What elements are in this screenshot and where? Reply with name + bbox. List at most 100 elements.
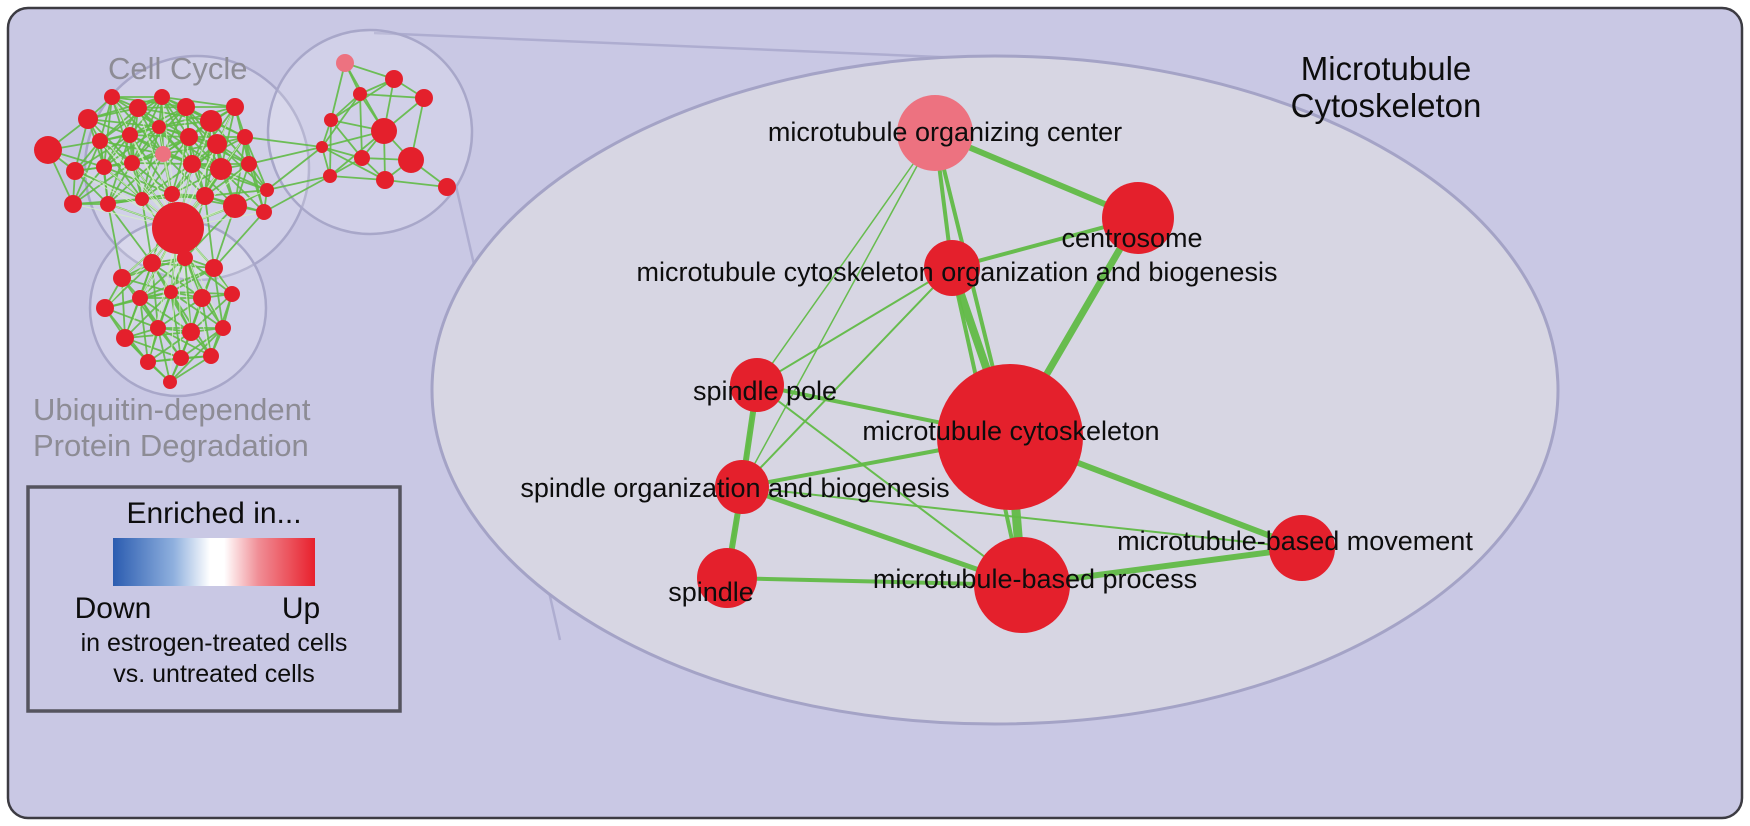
detail-title-line1: Microtubule [1301, 50, 1472, 87]
legend-caption-line2: vs. untreated cells [113, 660, 315, 688]
overview-edge [169, 355, 212, 383]
overview-edge [104, 262, 153, 309]
overview-node [224, 286, 240, 302]
overview-network [34, 28, 474, 398]
node-centrosome [1102, 182, 1174, 254]
overview-edge [184, 257, 233, 295]
overview-node [78, 109, 98, 129]
overview-node [196, 187, 214, 205]
cluster-circle-microtubule-cytoskeleton [266, 28, 474, 236]
static-labels: Cell Cycle Ubiquitin-dependent Protein D… [33, 50, 1481, 463]
node-label-microtubule-based-movement: microtubule-based movement [1117, 526, 1473, 556]
magnifier-line [373, 31, 1011, 62]
node-microtubule-cytoskeleton [937, 364, 1083, 510]
node-label-microtubule-cytoskeleton: microtubule cytoskeleton [862, 416, 1159, 446]
overview-edge [107, 203, 123, 279]
node-microtubule-based-process [974, 537, 1070, 633]
cluster-label-ubiquitin-line2: Protein Degradation [33, 428, 309, 463]
overview-node [154, 89, 170, 105]
node-label-spindle-organization-and-biogenesis: spindle organization and biogenesis [520, 473, 949, 503]
overview-edge [330, 62, 346, 121]
overview-edge [170, 291, 182, 359]
edge-spindle-organization-and-biogenesis--microtubule-based-process [739, 484, 1025, 588]
overview-node [34, 136, 62, 164]
overview-node [210, 158, 232, 180]
node-microtubule-based-movement [1269, 515, 1335, 581]
overview-edge [384, 179, 448, 188]
cluster-label-cell-cycle: Cell Cycle [108, 51, 248, 86]
overview-edge [266, 175, 331, 191]
overview-edge [107, 153, 164, 205]
overview-node [200, 110, 222, 132]
overview-edge [263, 175, 331, 213]
overview-edge [329, 119, 332, 177]
detail-title-line2: Cytoskeleton [1291, 87, 1482, 124]
overview-node [324, 113, 338, 127]
overview-node [354, 150, 370, 166]
edge-microtubule-based-process--spindle [725, 576, 1024, 587]
overview-node [116, 329, 134, 347]
legend-box [26, 485, 402, 713]
edge-microtubule-organizing-center--spindle-organization-and-biogenesis [741, 132, 936, 488]
overview-node [385, 70, 403, 88]
overview-edge [201, 297, 212, 357]
overview-node [124, 155, 140, 171]
overview-node [223, 194, 247, 218]
edge-spindle-organization-and-biogenesis--microtubule-based-movement [741, 486, 1303, 549]
overview-node [150, 320, 166, 336]
overview-edge [121, 277, 126, 339]
legend-title: Enriched in... [126, 497, 301, 530]
overview-edge [213, 267, 224, 329]
overview-node [104, 89, 120, 105]
overview-node [96, 159, 112, 175]
legend-up-label: Up [282, 592, 320, 625]
cluster-label-ubiquitin-line1: Ubiquitin-dependent [33, 392, 311, 427]
overview-edge [171, 136, 190, 195]
overview-edge [103, 126, 160, 168]
overview-edge [129, 96, 163, 136]
overview-node [180, 128, 198, 146]
overview-edge [244, 136, 323, 148]
overview-node [323, 169, 337, 183]
overview-node [177, 250, 193, 266]
overview-node [163, 375, 177, 389]
node-label-centrosome: centrosome [1061, 223, 1202, 253]
overview-node [205, 259, 223, 277]
overview-node [237, 129, 253, 145]
overview-node [376, 171, 394, 189]
overview-edge [99, 96, 163, 142]
node-label-spindle-pole: spindle pole [693, 376, 837, 406]
overview-edge [330, 119, 363, 159]
overview-edge [190, 293, 233, 333]
overview-node [353, 87, 367, 101]
legend: Enriched in... Down Up in estrogen-treat… [26, 485, 402, 713]
overview-edge [213, 211, 265, 269]
overview-node [336, 54, 354, 72]
overview-edge [359, 93, 425, 99]
node-spindle [697, 548, 757, 608]
node-label-microtubule-cytoskeleton-organization-and-biogenesis: microtubule cytoskeleton organization an… [637, 257, 1278, 287]
overview-edge [157, 327, 212, 357]
edge-microtubule-cytoskeleton-organization-and-biogenesis--spindle-pole [756, 267, 953, 386]
overview-node [183, 155, 201, 173]
overview-edge [180, 327, 224, 359]
overview-node [129, 99, 147, 117]
overview-node [113, 269, 131, 287]
overview-edge [139, 297, 192, 333]
overview-node [182, 323, 200, 341]
overview-node [173, 350, 189, 366]
overview-edge [158, 106, 236, 128]
overview-edge [111, 96, 133, 164]
overview-node [132, 290, 148, 306]
overview-edge [266, 146, 323, 191]
overview-edge [204, 163, 250, 197]
detail-network: microtubule organizing centercentrosomem… [430, 54, 1560, 726]
overview-edge [74, 134, 131, 172]
overview-node [66, 162, 84, 180]
overview-edge [184, 205, 236, 259]
overview-node [438, 178, 456, 196]
edge-microtubule-cytoskeleton-organization-and-biogenesis--spindle-organization-and-biogenesis [741, 267, 953, 488]
overview-node [152, 202, 204, 254]
